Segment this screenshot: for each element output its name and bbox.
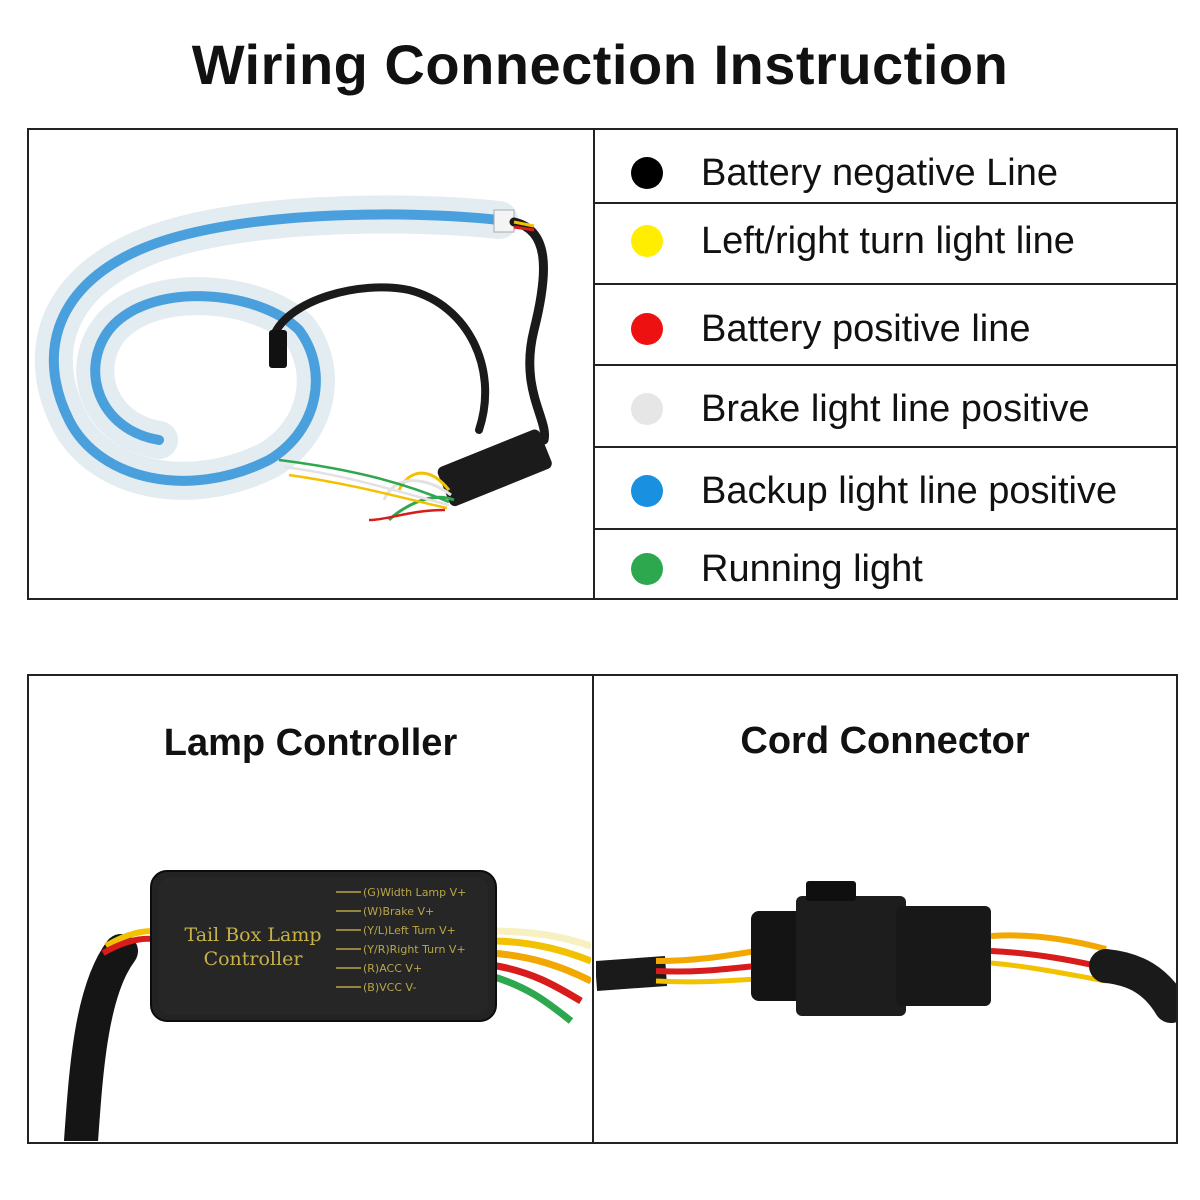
red-dot-icon: [631, 313, 663, 345]
detail-panel: Lamp Controller Cord Connector Tail Box …: [27, 674, 1178, 1144]
legend-label: Running light: [701, 547, 923, 590]
controller-pin-label: (W)Brake V+: [363, 905, 434, 918]
lamp-controller-photo: Tail Box Lamp Controller (G)Width Lamp V…: [64, 870, 591, 1141]
controller-pin-label: (B)VCC V-: [363, 981, 416, 994]
black-dot-icon: [631, 157, 663, 189]
legend-row: Left/right turn light line: [595, 210, 1176, 272]
legend-label: Brake light line positive: [701, 387, 1090, 430]
legend-row: Running light: [595, 538, 1176, 600]
controller-pin-label: (R)ACC V+: [363, 962, 422, 975]
cord-connector-photo: [596, 881, 1176, 1023]
controller-pin-label: (G)Width Lamp V+: [363, 886, 466, 899]
lamp-controller-title: Lamp Controller: [163, 722, 458, 764]
wire-color-legend: Battery negative Line Left/right turn li…: [595, 130, 1176, 598]
legend-row: Brake light line positive: [595, 378, 1176, 440]
legend-label: Backup light line positive: [701, 469, 1118, 512]
controller-name-line2: Controller: [204, 948, 304, 970]
blue-dot-icon: [631, 475, 663, 507]
legend-row: Backup light line positive: [595, 460, 1176, 522]
legend-row: Battery negative Line: [595, 142, 1176, 204]
led-strip-photo: [34, 195, 552, 522]
legend-label: Left/right turn light line: [701, 219, 1075, 262]
controller-pin-label: (Y/L)Left Turn V+: [363, 924, 456, 937]
white-dot-icon: [631, 393, 663, 425]
yellow-dot-icon: [631, 225, 663, 257]
controller-name-line1: Tail Box Lamp: [185, 924, 322, 946]
bottom-divider: [592, 676, 594, 1142]
green-dot-icon: [631, 553, 663, 585]
legend-row: Battery positive line: [595, 298, 1176, 360]
controller-pin-label: (Y/R)Right Turn V+: [363, 943, 466, 956]
overview-panel: Battery negative Line Left/right turn li…: [27, 128, 1178, 600]
legend-label: Battery positive line: [701, 307, 1031, 350]
page-title: Wiring Connection Instruction: [191, 33, 1009, 96]
top-divider: [593, 130, 595, 598]
cord-connector-title: Cord Connector: [740, 720, 1030, 762]
legend-label: Battery negative Line: [701, 151, 1059, 194]
